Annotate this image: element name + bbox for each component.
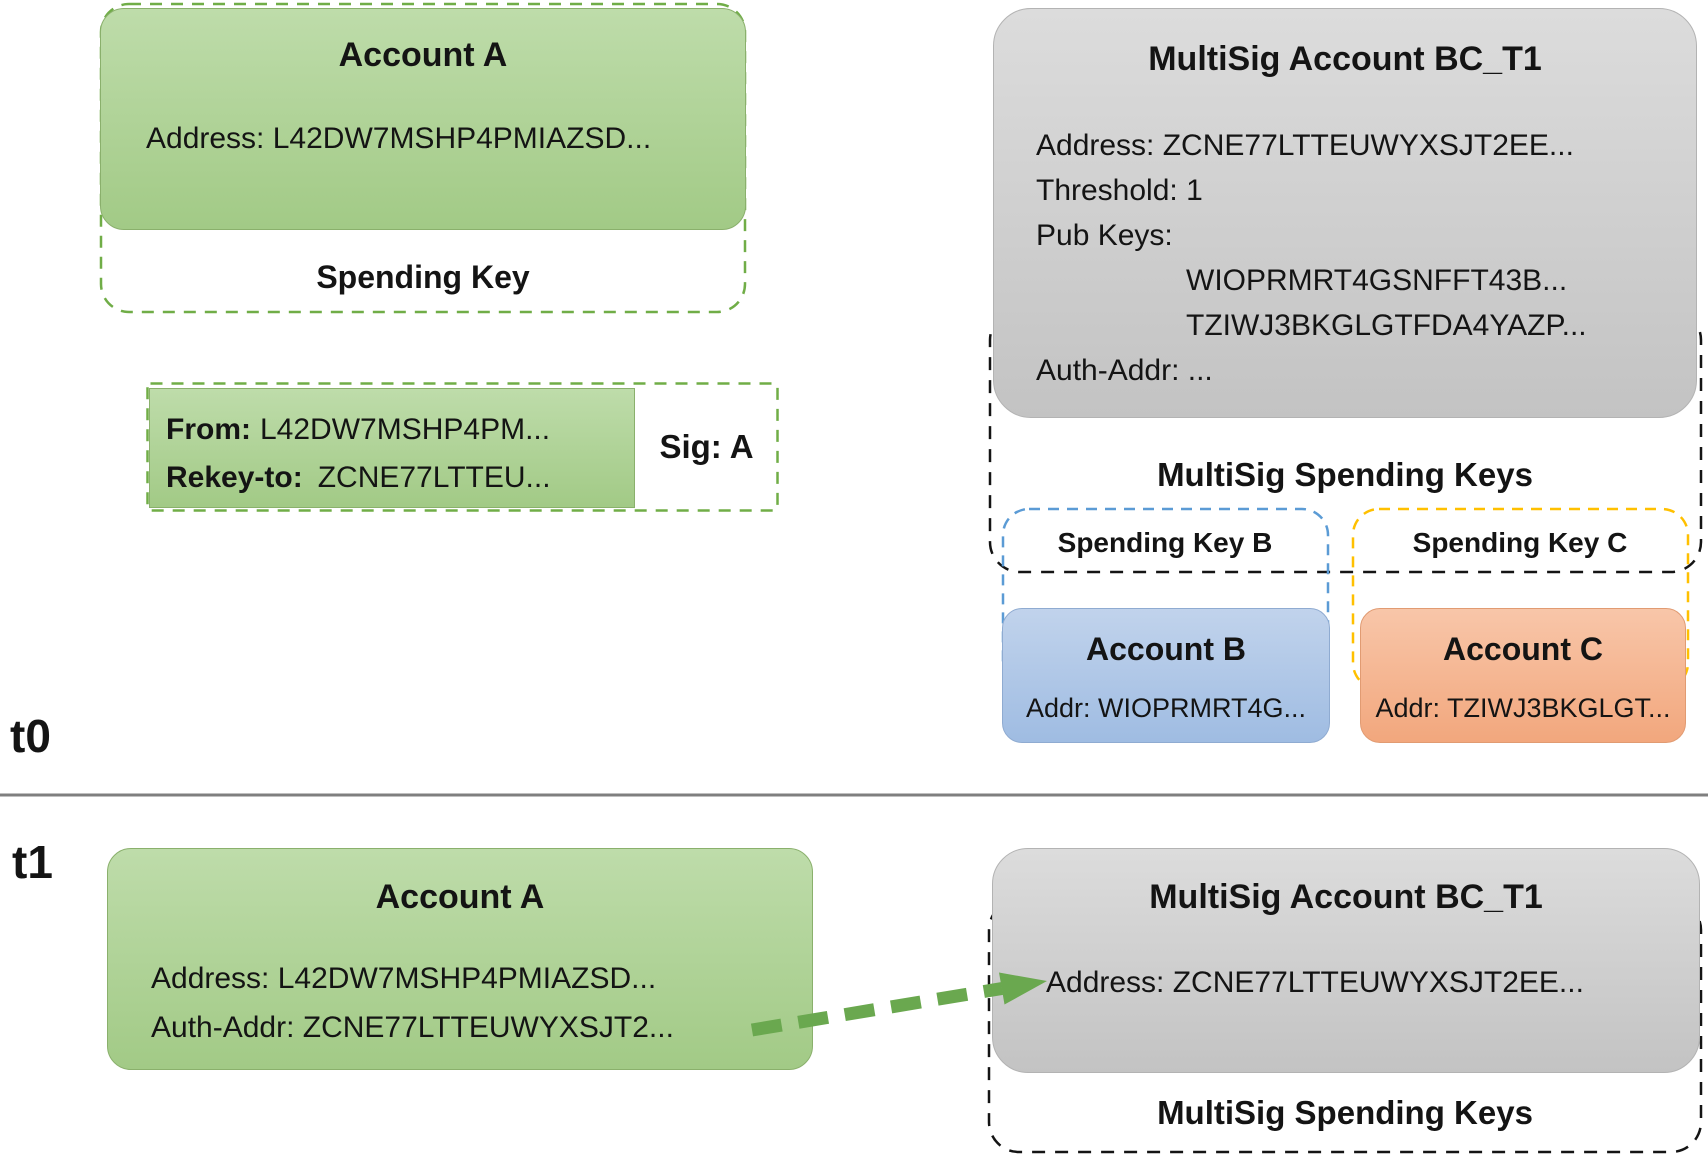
account-b-title: Account B — [1086, 631, 1246, 667]
multisig-spending-keys-label-t0: MultiSig Spending Keys — [1157, 456, 1533, 493]
timeline-t0-label: t0 — [10, 710, 51, 762]
spending-key-a-label: Spending Key — [316, 259, 530, 295]
rekey-from-label: From: — [166, 413, 251, 446]
timeline-t1-label: t1 — [12, 836, 53, 888]
multisig-address-t0: Address: ZCNE77LTTEUWYXSJT2EE... — [1036, 129, 1574, 162]
rekey-to-line: Rekey-to: ZCNE77LTTEU... — [166, 460, 551, 496]
rekey-to-value: ZCNE77LTTEU... — [317, 461, 551, 494]
multisig-auth-addr-t0: Auth-Addr: ... — [1036, 354, 1213, 387]
multisig-spending-keys-label-t1: MultiSig Spending Keys — [1157, 1094, 1533, 1131]
rekey-transaction-box: From: L42DW7MSHP4PM... Rekey-to: ZCNE77LTT… — [149, 388, 635, 508]
account-b-box: Account B Addr: WIOPRMRT4G... — [1002, 608, 1330, 743]
multisig-pubkeys-label: Pub Keys: — [1036, 219, 1173, 252]
multisig-account-box-t1: MultiSig Account BC_T1 Address: ZCNE77LT… — [992, 848, 1700, 1073]
multisig-address-t1: Address: ZCNE77LTTEUWYXSJT2EE... — [1046, 966, 1584, 999]
multisig-pubkey-1: WIOPRMRT4GSNFFT43B... — [1186, 264, 1568, 297]
account-a-title-t0: Account A — [338, 36, 508, 74]
spending-key-c-label: Spending Key C — [1412, 527, 1628, 558]
account-c-title: Account C — [1443, 631, 1603, 667]
multisig-pubkey-2: TZIWJ3BKGLGTFDA4YAZP... — [1186, 309, 1587, 342]
account-a-box-t0: Account A Address: L42DW7MSHP4PMIAZSD... — [100, 8, 746, 230]
account-a-title-t1: Account A — [375, 878, 545, 916]
account-a-address-t0: Address: L42DW7MSHP4PMIAZSD... — [146, 122, 652, 155]
multisig-title-t0: MultiSig Account BC_T1 — [1148, 40, 1542, 78]
multisig-title-t1: MultiSig Account BC_T1 — [1149, 878, 1543, 916]
rekey-from-line: From: L42DW7MSHP4PM... — [166, 412, 550, 448]
signature-a-label: Sig: A — [659, 428, 754, 465]
account-c-box: Account C Addr: TZIWJ3BKGLGT... — [1360, 608, 1686, 743]
account-b-addr: Addr: WIOPRMRT4G... — [1025, 693, 1307, 723]
rekey-from-value: L42DW7MSHP4PM... — [260, 413, 551, 446]
account-a-box-t1: Account A Address: L42DW7MSHP4PMIAZSD...… — [107, 848, 813, 1070]
account-a-address-t1: Address: L42DW7MSHP4PMIAZSD... — [151, 962, 657, 995]
multisig-account-box-t0: MultiSig Account BC_T1 Address: ZCNE77LT… — [993, 8, 1697, 418]
spending-key-b-label: Spending Key B — [1057, 527, 1273, 558]
account-c-addr: Addr: TZIWJ3BKGLGT... — [1375, 693, 1671, 723]
rekey-to-label: Rekey-to: — [166, 461, 303, 494]
multisig-threshold: Threshold: 1 — [1036, 174, 1203, 207]
account-a-auth-addr-t1: Auth-Addr: ZCNE77LTTEUWYXSJT2... — [151, 1011, 674, 1044]
